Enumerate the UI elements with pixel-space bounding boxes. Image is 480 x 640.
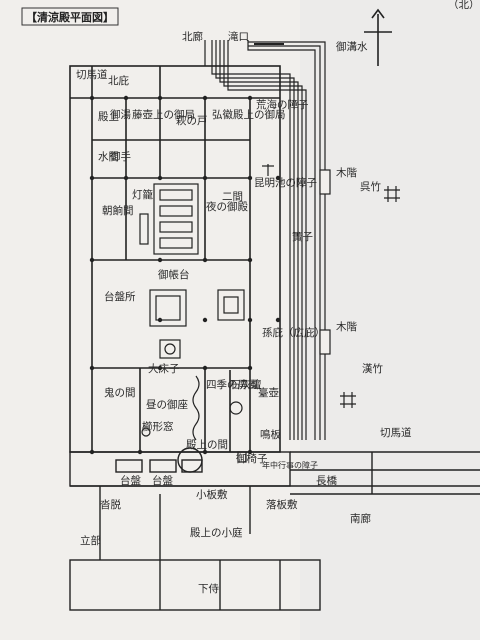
label-michoudai: 御帳台 [158, 268, 190, 281]
label-shimozamurai: 下侍 [198, 583, 219, 595]
diagram-title: 【清涼殿平面図】 [26, 10, 114, 24]
label-kantake: 漢竹 [362, 362, 383, 375]
interior-features [139, 164, 274, 463]
label-hiru-omashi: 昼の御座 [146, 398, 188, 411]
bamboo-icons [340, 186, 400, 408]
label-kirimedo-right: 切馬道 [380, 426, 412, 439]
label-futama: 二間 [222, 191, 243, 203]
label-nenchugyoji: 年中行事の障子 [262, 460, 318, 470]
label-kokiden: 弘徽殿上の御局 [212, 108, 286, 121]
label-meiban: 鳴板 [260, 428, 281, 441]
label-daiko: 臺壺 [258, 386, 279, 399]
label-araumi: 荒海の障子 [256, 98, 309, 111]
label-koitajiki: 小板敷 [196, 488, 228, 501]
room-labels: 北廊 滝口 御溝水 切馬道 北庇 殿上 御湯 水間 御手 朝餉間 藤壺上の御局 … [76, 30, 412, 595]
label-tenjo-ma: 殿上の間 [186, 439, 228, 451]
label-daishoji: 大床子 [148, 362, 180, 375]
label-daibandokoro: 台盤所 [104, 290, 136, 303]
label-daiban-1: 台盤 [120, 474, 141, 487]
label-sekkaidan: 石灰壇 [230, 378, 262, 391]
label-kushigata: 櫛形窓 [142, 420, 174, 433]
label-konmeichi: 昆明池の障子 [254, 176, 317, 189]
label-kidahashi-1: 木階 [336, 167, 357, 179]
label-hagi: 萩の戸 [176, 115, 208, 127]
label-kitabisashi: 北庇 [108, 74, 129, 87]
label-ochozu: 御手 [110, 150, 131, 163]
label-mi-isu: 御椅子 [236, 452, 268, 465]
lower-section [69, 447, 480, 611]
label-daiban-2: 台盤 [152, 474, 173, 487]
label-kidahashi-2: 木階 [336, 321, 357, 333]
label-tatebe: 立部 [80, 534, 101, 547]
label-kutsunugi: 沓脱 [100, 498, 121, 511]
label-fujitsubo: 藤壺上の御局 [132, 108, 195, 121]
label-mikawamizu: 御溝水 [336, 40, 368, 53]
label-oni: 鬼の間 [104, 386, 136, 399]
label-tenjo-kotei: 殿上の小庭 [190, 526, 243, 539]
label-asagarei: 朝餉間 [102, 204, 134, 217]
label-shiki: 四季の屏風 [206, 379, 259, 391]
kizahashi-stairs [319, 169, 331, 355]
corner-note: （北） [448, 0, 480, 11]
label-rakuban: 落板敷 [266, 498, 298, 511]
label-takiguchi: 滝口 [228, 31, 249, 43]
label-kuretake: 呉竹 [360, 180, 381, 193]
pillar-dots [89, 95, 281, 455]
compass-icon [364, 8, 392, 66]
label-mizunoma: 水間 [98, 151, 119, 163]
label-tourou: 灯籠 [132, 188, 153, 201]
label-minami-rou: 南廊 [350, 512, 371, 525]
label-north-corridor: 北廊 [182, 30, 203, 43]
sunoko-veranda [204, 40, 326, 440]
label-kirimedo-left: 切馬道 [76, 68, 108, 81]
label-sunoko: 簀子 [292, 230, 313, 243]
label-yoru-otodo: 夜の御殿 [206, 200, 248, 213]
label-gotenjo: 殿上 [98, 111, 119, 123]
label-oyudono: 御湯 [110, 108, 131, 121]
label-nagahashi: 長橋 [316, 474, 337, 487]
label-magobisashi: 孫庇（広庇） [262, 326, 325, 339]
title-box: 【清涼殿平面図】 （北） [21, 0, 480, 26]
